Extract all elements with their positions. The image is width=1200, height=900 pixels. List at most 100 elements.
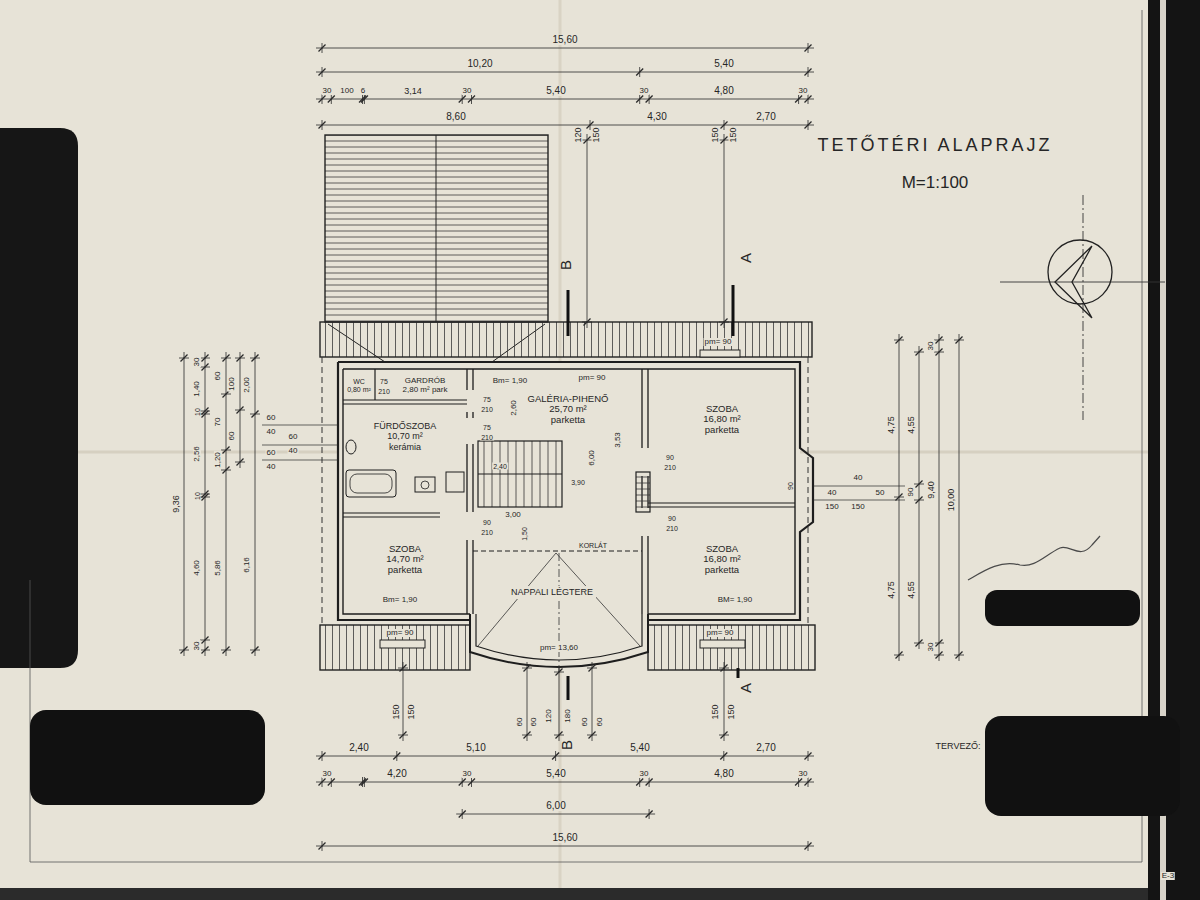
dimension-tick <box>936 349 943 356</box>
section-letter: A <box>738 252 753 264</box>
dimension-text: 9,40 <box>927 480 936 500</box>
dimension-tick <box>181 647 188 654</box>
toilet <box>346 440 356 454</box>
stair-divider <box>478 473 562 474</box>
redaction <box>985 716 1180 816</box>
dimension-text: 30 <box>798 87 809 95</box>
dimension-text: Bm= 1,90 <box>382 596 418 604</box>
staircase <box>478 441 562 507</box>
dimension-tick <box>319 69 326 76</box>
leader-line <box>262 445 338 446</box>
dimension-text: 4,80 <box>713 769 734 779</box>
dimension-text: 75 <box>379 378 389 385</box>
dimension-tick <box>459 811 466 818</box>
dimension-text: 100 <box>228 376 236 391</box>
dimension-tick <box>328 779 335 786</box>
dimension-text: TERVEZŐ: <box>935 742 982 751</box>
dimension-line <box>226 352 227 656</box>
room-label: SZOBA16,80 m²parketta <box>701 543 744 578</box>
roof-window <box>700 640 745 648</box>
dimension-line <box>959 334 960 661</box>
dimension-text: 4,80 <box>713 86 734 96</box>
dimension-text: 60 <box>516 717 524 728</box>
dimension-tick <box>805 779 812 786</box>
dimension-text: 3,00 <box>504 511 522 519</box>
dimension-text: 30 <box>322 87 333 95</box>
lower-wall-line <box>808 357 809 625</box>
dimension-tick <box>795 779 802 786</box>
north-arrow <box>1048 240 1112 304</box>
room-text: parketta <box>386 565 425 576</box>
dimension-text: 30 <box>462 770 473 778</box>
floor-area <box>338 362 800 620</box>
dimension-text: 150 <box>392 703 401 720</box>
dimension-text: 150 <box>824 503 839 511</box>
dimension-text: 30 <box>193 357 201 368</box>
dimension-tick <box>223 447 230 454</box>
room-text: SZOBA <box>703 544 742 555</box>
dimension-tick <box>720 753 727 760</box>
dimension-tick <box>589 665 596 672</box>
sheet-border <box>30 580 31 862</box>
dimension-tick <box>956 337 963 344</box>
room-text: GARDRÓB <box>402 376 448 385</box>
dimension-text: 210 <box>480 434 494 441</box>
dimension-tick <box>468 779 475 786</box>
dimension-tick <box>328 96 335 103</box>
dimension-tick <box>805 96 812 103</box>
dimension-text: 4,20 <box>386 769 407 779</box>
compass-axis <box>1000 282 1165 283</box>
dimension-text: 150 <box>407 703 416 720</box>
dimension-text: BM= 1,90 <box>717 596 753 604</box>
dimension-text: 90 <box>667 515 677 522</box>
section-letter: A <box>738 682 753 694</box>
dimension-text: 2,70 <box>755 112 776 122</box>
dimension-text: 40 <box>266 463 277 471</box>
dimension-line <box>559 666 560 741</box>
dimension-line <box>184 352 185 656</box>
dimension-tick <box>896 652 903 659</box>
dimension-tick <box>202 411 209 418</box>
room-label: NAPPALI LÉGTERE <box>509 586 596 599</box>
dimension-tick <box>237 355 244 362</box>
dimension-tick <box>393 753 400 760</box>
dimension-tick <box>916 640 923 647</box>
dimension-tick <box>584 319 591 326</box>
section-letter: M=1:100 <box>901 174 970 191</box>
dimension-text: 2,40 <box>492 463 508 470</box>
room-text: 14,70 m² <box>386 554 425 565</box>
dimension-tick <box>936 640 943 647</box>
dimension-tick <box>223 355 230 362</box>
dimension-text: 5,40 <box>713 59 734 69</box>
dimension-text: 40 <box>288 447 299 455</box>
dimension-tick <box>795 96 802 103</box>
dimension-text: 40 <box>266 428 277 436</box>
axis-line <box>559 553 560 672</box>
dimension-tick <box>556 732 563 739</box>
dimension-text: 30 <box>927 642 935 653</box>
dimension-line <box>316 756 814 757</box>
partition-wall <box>467 369 473 614</box>
dimension-tick <box>524 665 531 672</box>
dimension-text: 120 <box>545 708 553 723</box>
dimension-tick <box>361 96 368 103</box>
dimension-tick <box>202 364 209 371</box>
eave-band <box>648 625 815 670</box>
dimension-text: 60 <box>530 717 538 728</box>
roof-ridge <box>436 135 437 322</box>
outer-wall <box>338 362 813 620</box>
north-arrow <box>1055 246 1092 318</box>
dimension-text: 30 <box>193 641 201 652</box>
dimension-tick <box>468 96 475 103</box>
dimension-line <box>205 352 206 656</box>
dimension-text: 2,70 <box>755 743 776 753</box>
dimension-text: 75 <box>482 424 492 431</box>
dimension-text: 10 <box>194 407 201 417</box>
dimension-text: 75 <box>482 396 492 403</box>
dimension-text: 60 <box>581 717 589 728</box>
dimension-text: 150 <box>729 126 738 143</box>
drawing-title: TETŐTÉRI ALAPRAJZ <box>817 136 1052 154</box>
dimension-line <box>939 334 940 661</box>
room-text: GALÉRIA-PIHENŐ <box>527 394 609 405</box>
